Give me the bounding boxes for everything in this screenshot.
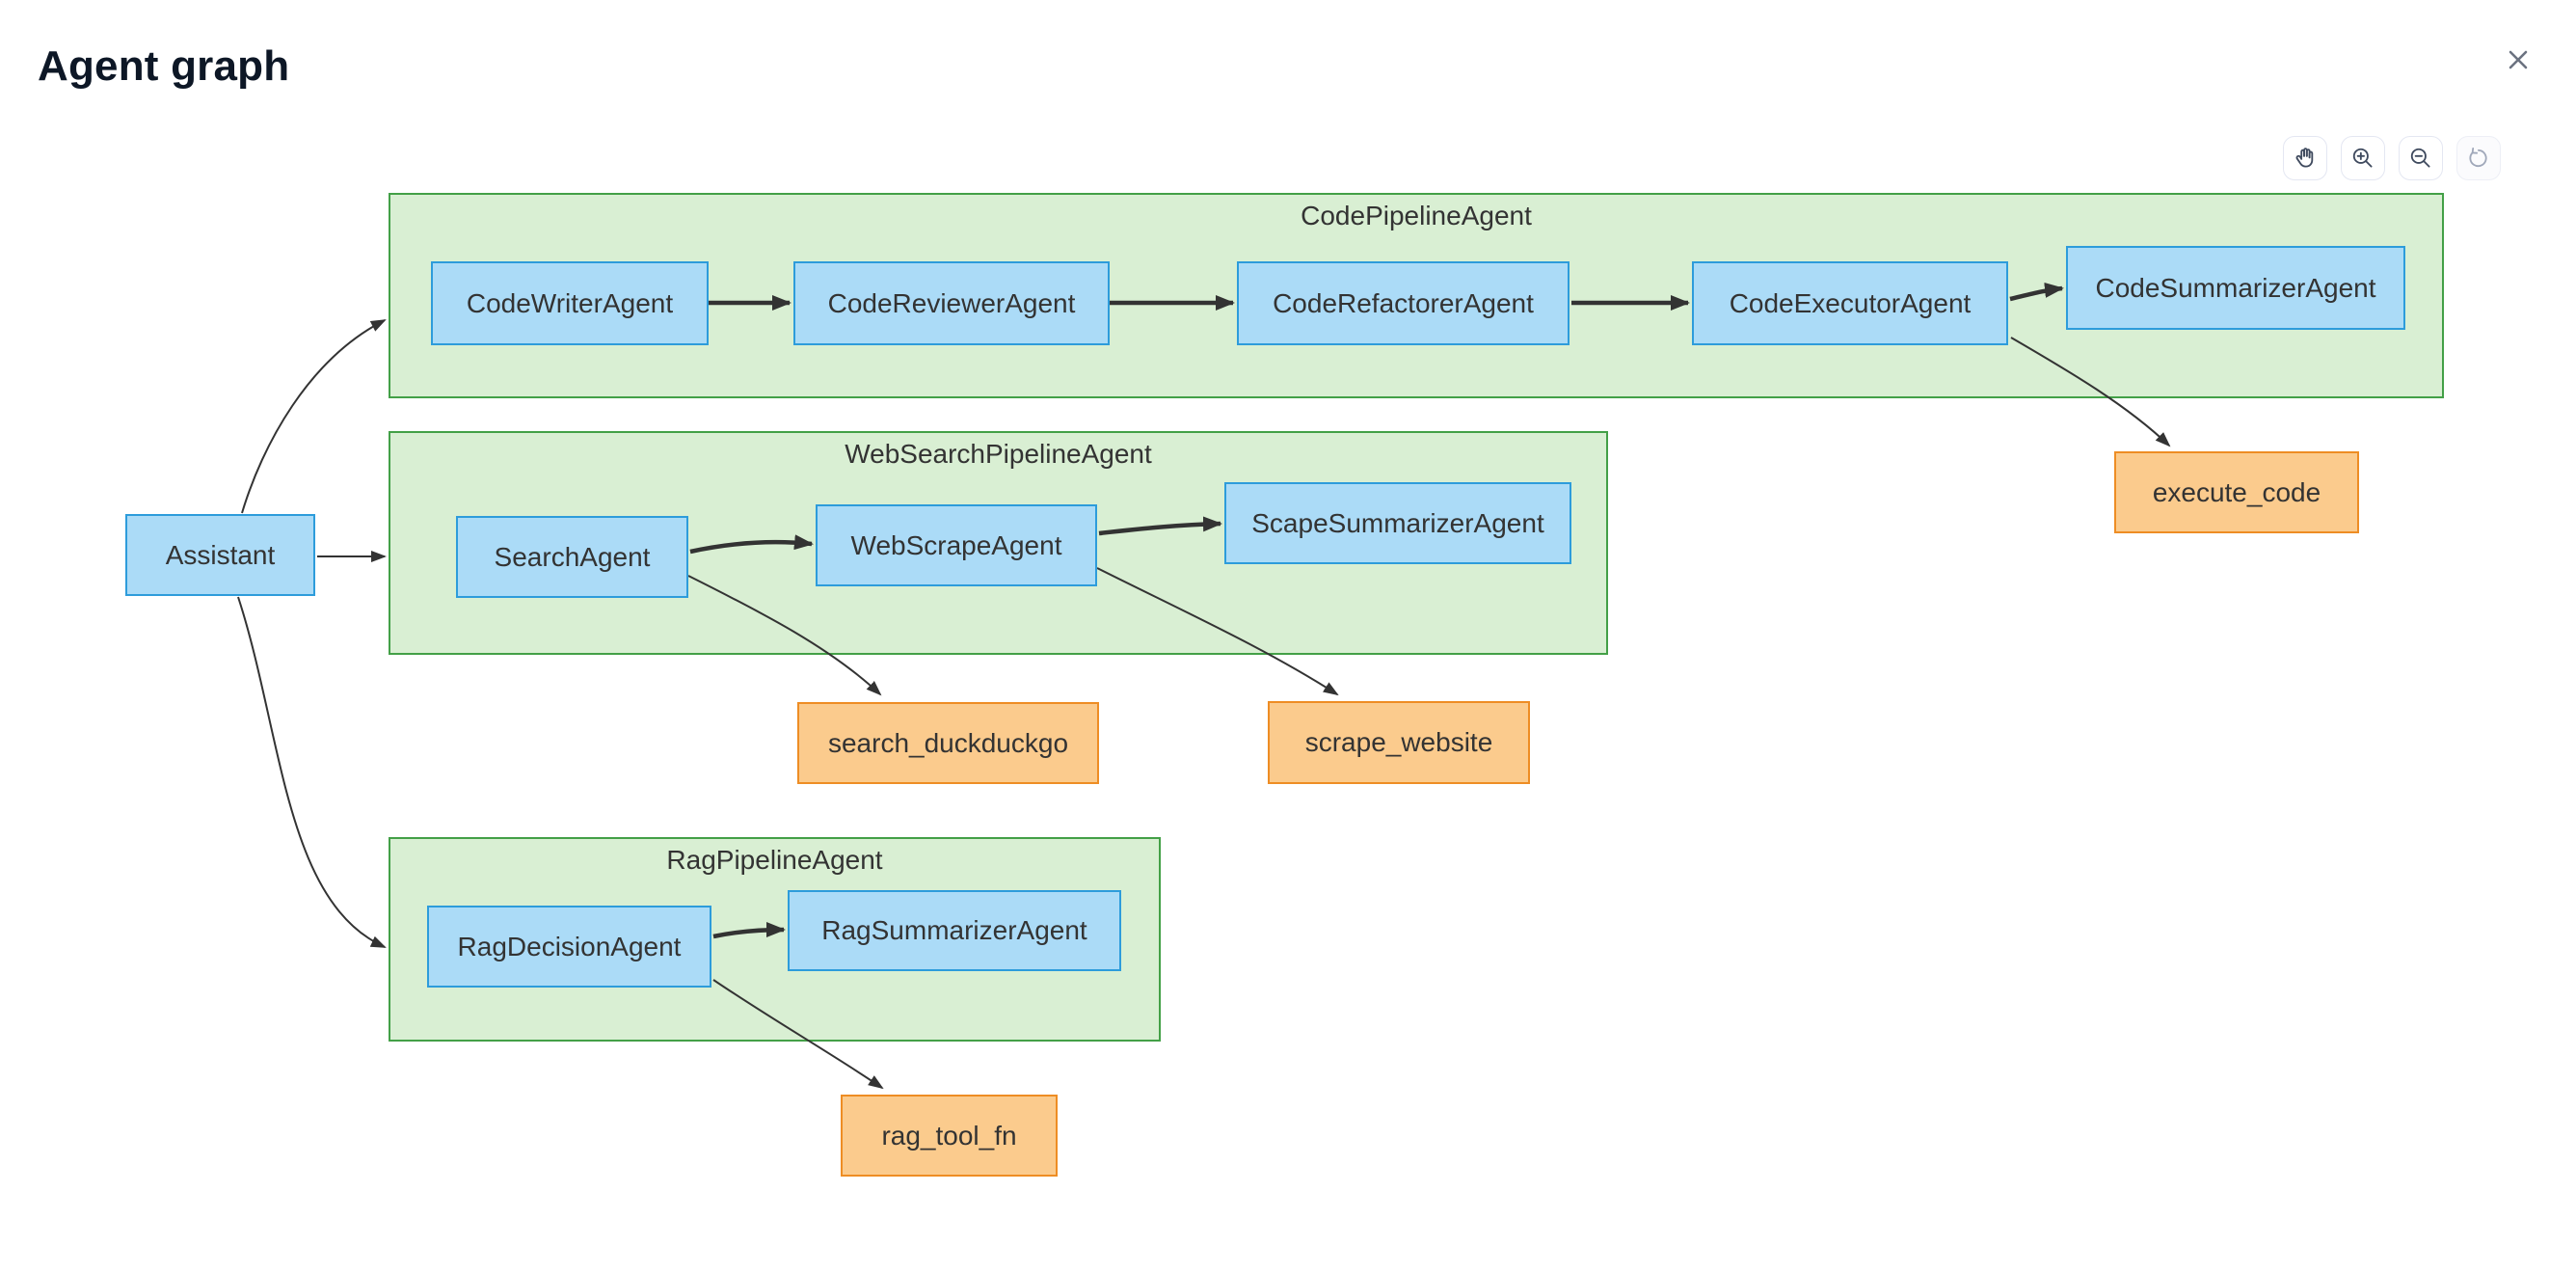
edge-codeexecutor-codesummarizer bbox=[2009, 282, 2064, 302]
magnifier-plus-icon bbox=[2352, 148, 2373, 168]
node-code-writer-agent: CodeWriterAgent bbox=[431, 261, 709, 345]
node-assistant: Assistant bbox=[125, 514, 315, 596]
group-label-web-search-pipeline: WebSearchPipelineAgent bbox=[845, 439, 1152, 469]
node-scrape-website-label: scrape_website bbox=[1304, 727, 1493, 757]
hand-icon bbox=[2295, 148, 2314, 168]
node-execute-code-label: execute_code bbox=[2152, 476, 2321, 507]
zoom-in-button[interactable] bbox=[2341, 136, 2385, 180]
node-code-executor-agent: CodeExecutorAgent bbox=[1692, 261, 2008, 345]
node-code-refactorer-agent: CodeRefactorerAgent bbox=[1237, 261, 1570, 345]
node-code-summarizer-label: CodeSummarizerAgent bbox=[2095, 272, 2376, 303]
edge-webscrape-scrapewebsite bbox=[1096, 567, 1339, 696]
edge-assistant-codepipeline bbox=[241, 319, 387, 514]
reset-view-button[interactable] bbox=[2456, 136, 2501, 180]
edge-search-webscrape bbox=[689, 534, 814, 555]
magnifier-minus-icon bbox=[2410, 148, 2430, 168]
node-search-duckduckgo-tool: search_duckduckgo bbox=[797, 702, 1099, 784]
node-search-duckduckgo-label: search_duckduckgo bbox=[827, 727, 1069, 758]
edge-ragdecision-ragtoolfn bbox=[712, 979, 884, 1090]
node-rag-summarizer-label: RagSummarizerAgent bbox=[821, 915, 1087, 945]
close-button[interactable] bbox=[2497, 39, 2539, 81]
group-label-code-pipeline: CodePipelineAgent bbox=[1301, 201, 1532, 230]
node-search-agent-label: SearchAgent bbox=[494, 541, 651, 572]
node-scrape-website-tool: scrape_website bbox=[1268, 701, 1530, 784]
node-rag-summarizer-agent: RagSummarizerAgent bbox=[788, 890, 1121, 971]
page-title: Agent graph bbox=[38, 42, 290, 90]
node-code-reviewer-label: CodeReviewerAgent bbox=[827, 287, 1076, 318]
node-rag-decision-agent: RagDecisionAgent bbox=[427, 906, 711, 988]
node-code-writer-label: CodeWriterAgent bbox=[466, 287, 674, 318]
edge-codeexecutor-executecode bbox=[2010, 337, 2171, 447]
node-web-scrape-label: WebScrapeAgent bbox=[850, 529, 1062, 560]
zoom-out-button[interactable] bbox=[2399, 136, 2443, 180]
node-assistant-label: Assistant bbox=[165, 539, 276, 570]
rotate-ccw-icon bbox=[2469, 147, 2487, 168]
node-code-reviewer-agent: CodeReviewerAgent bbox=[793, 261, 1110, 345]
node-code-refactorer-label: CodeRefactorerAgent bbox=[1273, 287, 1534, 318]
node-execute-code-tool: execute_code bbox=[2114, 451, 2359, 533]
node-rag-tool-fn-tool: rag_tool_fn bbox=[841, 1095, 1058, 1177]
edge-assistant-ragpipeline bbox=[237, 596, 387, 948]
edge-webscrape-scapesummarizer bbox=[1098, 516, 1222, 536]
node-scape-summarizer-label: ScapeSummarizerAgent bbox=[1251, 507, 1544, 538]
node-search-agent: SearchAgent bbox=[456, 516, 688, 598]
node-web-scrape-agent: WebScrapeAgent bbox=[816, 504, 1097, 586]
edge-search-duckduckgo bbox=[687, 575, 882, 696]
node-scape-summarizer-agent: ScapeSummarizerAgent bbox=[1224, 482, 1571, 564]
edge-ragdecision-ragsummarizer bbox=[712, 922, 786, 939]
node-code-summarizer-agent: CodeSummarizerAgent bbox=[2066, 246, 2405, 330]
close-icon bbox=[2509, 50, 2528, 69]
group-label-rag-pipeline: RagPipelineAgent bbox=[666, 845, 883, 875]
node-code-executor-label: CodeExecutorAgent bbox=[1729, 287, 1972, 318]
pan-button[interactable] bbox=[2283, 136, 2327, 180]
node-rag-tool-fn-label: rag_tool_fn bbox=[881, 1120, 1017, 1151]
node-rag-decision-label: RagDecisionAgent bbox=[457, 931, 682, 962]
